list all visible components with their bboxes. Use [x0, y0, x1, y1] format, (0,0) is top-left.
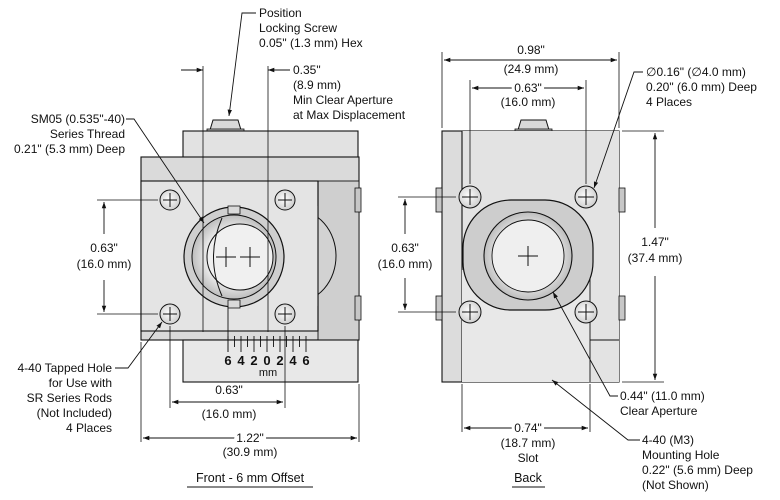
back-height-dim: 1.47" (37.4 mm): [628, 235, 683, 265]
clear-aperture-line-1: 0.44" (11.0 mm): [620, 389, 705, 403]
front-hspacing-in: 0.63": [215, 383, 243, 397]
front-hspacing-mm: (16.0 mm): [202, 407, 257, 421]
front-center-crosshair: [216, 247, 260, 267]
front-vspacing-mm: (16.0 mm): [77, 257, 132, 271]
locking-screw-line-3: 0.05" (1.3 mm) Hex: [259, 36, 363, 50]
back-vspacing-in: 0.63": [391, 241, 419, 255]
tapped-hole-line-2: for Use with: [49, 376, 112, 390]
locking-screw-line-1: Position: [259, 6, 302, 20]
mounting-hole-line-2: Mounting Hole: [642, 448, 720, 462]
tapped-hole-bl: [159, 303, 181, 325]
clear-aperture-disp-callout: 0.35" (8.9 mm) Min Clear Aperture at Max…: [293, 63, 406, 122]
thread-line-3: 0.21" (5.3 mm) Deep: [14, 142, 125, 156]
front-vspacing-in: 0.63": [90, 241, 118, 255]
back-hole-br: [574, 300, 598, 324]
mount-holes-callout: ∅0.16" (∅4.0 mm) 0.20" (6.0 mm) Deep 4 P…: [646, 65, 757, 109]
thread-line-2: Series Thread: [50, 127, 125, 141]
back-vspacing-mm: (16.0 mm): [378, 257, 433, 271]
clear-aperture-disp-line-2: (8.9 mm): [293, 78, 341, 92]
offset-scale-ticks: [227, 336, 307, 352]
back-view: 0.98" (24.9 mm) 0.63" (16.0 mm) ∅0.16" (…: [378, 43, 758, 492]
back-width-in: 0.98": [517, 43, 545, 57]
back-width-mm: (24.9 mm): [504, 62, 559, 76]
thread-line-1: SM05 (0.535"-40): [31, 112, 125, 126]
clear-aperture-line-2: Clear Aperture: [620, 404, 698, 418]
front-base: [182, 339, 359, 383]
back-hole-tr: [574, 185, 598, 209]
tapped-hole-callout: 4-40 Tapped Hole for Use with SR Series …: [17, 361, 112, 435]
back-center-crosshair: [518, 246, 538, 266]
back-width-dim: 0.98" (24.9 mm): [504, 43, 559, 76]
front-tapped-holes: [159, 189, 296, 325]
slot-mm: (18.7 mm): [501, 436, 556, 450]
clear-aperture-disp-line-1: 0.35": [293, 63, 321, 77]
back-mount-holes: [458, 185, 598, 324]
scale-num-4: 0: [263, 353, 270, 368]
slot-dim: 0.74" (18.7 mm) Slot: [501, 418, 556, 465]
clear-aperture-callout: 0.44" (11.0 mm) Clear Aperture: [620, 389, 705, 418]
back-hole-bl: [458, 300, 482, 324]
mounting-hole-line-1: 4-40 (M3): [642, 433, 694, 447]
tapped-hole-tl: [159, 189, 181, 211]
front-view-title: Front - 6 mm Offset: [187, 471, 313, 488]
tapped-hole-line-1: 4-40 Tapped Hole: [17, 361, 112, 375]
slot-label: Slot: [518, 451, 539, 465]
scale-num-7: 6: [302, 353, 309, 368]
mounting-hole-line-4: (Not Shown): [642, 478, 709, 492]
tapped-hole-tr: [274, 189, 296, 211]
scale-num-1: 6: [224, 353, 231, 368]
scale-num-2: 4: [237, 353, 245, 368]
tapped-hole-line-5: 4 Places: [66, 421, 112, 435]
front-vertical-spacing-dim: 0.63" (16.0 mm): [77, 241, 132, 271]
mount-holes-line-2: 0.20" (6.0 mm) Deep: [646, 80, 757, 94]
scale-unit: mm: [259, 367, 277, 379]
back-vertical-spacing-dim: 0.63" (16.0 mm): [378, 241, 433, 271]
back-top-spacing-in: 0.63": [514, 81, 542, 95]
scale-num-5: 2: [276, 353, 283, 368]
tapped-hole-br: [274, 303, 296, 325]
front-view: 6 4 2 0 2 4 6 mm: [14, 6, 406, 488]
back-top-spacing-dim: 0.63" (16.0 mm): [501, 78, 556, 109]
front-title-text: Front - 6 mm Offset: [196, 471, 305, 485]
mount-holes-line-3: 4 Places: [646, 95, 692, 109]
mounting-hole-callout: 4-40 (M3) Mounting Hole 0.22" (5.6 mm) D…: [642, 433, 753, 492]
back-title-text: Back: [514, 471, 543, 485]
front-horizontal-spacing-dim: 0.63" (16.0 mm): [202, 383, 257, 421]
thread-callout: SM05 (0.535"-40) Series Thread 0.21" (5.…: [14, 112, 125, 156]
back-top-spacing-mm: (16.0 mm): [501, 95, 556, 109]
back-view-title: Back: [512, 471, 545, 488]
mounting-hole-line-3: 0.22" (5.6 mm) Deep: [642, 463, 753, 477]
back-hole-tl: [458, 185, 482, 209]
slot-in: 0.74": [514, 421, 542, 435]
clear-aperture-disp-line-3: Min Clear Aperture: [293, 93, 393, 107]
offset-scale: 6 4 2 0 2 4 6 mm: [224, 353, 309, 379]
front-width-in: 1.22": [236, 431, 264, 445]
tapped-hole-line-4: (Not Included): [37, 406, 112, 420]
scale-num-3: 2: [250, 353, 257, 368]
front-width-mm: (30.9 mm): [223, 445, 278, 459]
back-height-mm: (37.4 mm): [628, 251, 683, 265]
tapped-hole-line-3: SR Series Rods: [27, 391, 112, 405]
clear-aperture-disp-line-4: at Max Displacement: [293, 108, 406, 122]
locking-screw-line-2: Locking Screw: [259, 21, 337, 35]
front-overall-width-dim: 1.22" (30.9 mm): [223, 428, 278, 459]
back-height-in: 1.47": [641, 235, 669, 249]
scale-num-6: 4: [289, 353, 297, 368]
mount-holes-line-1: ∅0.16" (∅4.0 mm): [646, 65, 746, 79]
locking-screw-callout: Position Locking Screw 0.05" (1.3 mm) He…: [259, 6, 363, 50]
